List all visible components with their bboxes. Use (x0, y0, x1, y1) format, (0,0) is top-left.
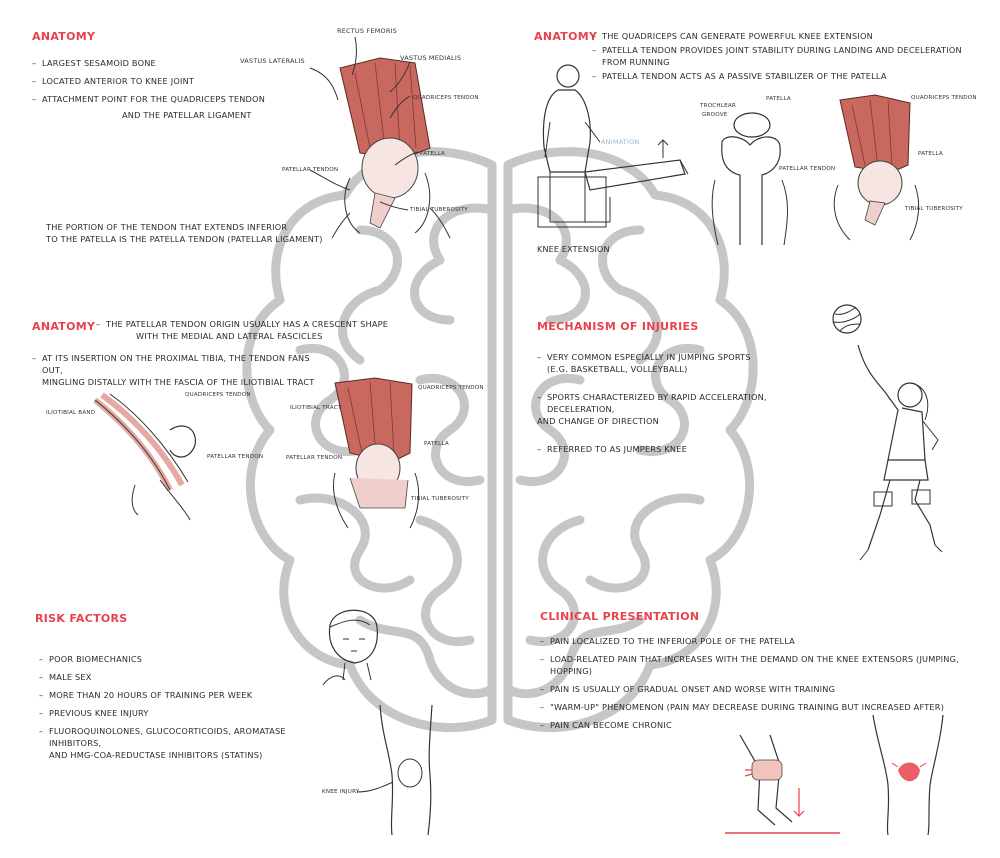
list-item: –Referred to as jumpers knee (537, 444, 687, 454)
volleyball-icon (832, 304, 862, 334)
section-mechanism-of-injuries: Mechanism of injuries –Very common espec… (537, 320, 817, 455)
list-item: Largest sesamoid bone (32, 57, 282, 69)
list-item-continuation: and the patellar ligament (122, 110, 252, 120)
knee-anatomy-illustration (331, 57, 451, 239)
leader-lines (309, 36, 419, 211)
section-title: Anatomy (32, 30, 96, 43)
label-quadriceps-tendon: Quadriceps tendon (418, 385, 484, 391)
label-vastus-medialis: Vastus medialis (400, 54, 462, 62)
list-item: Previous knee injury (39, 707, 315, 719)
label-quadriceps-tendon: Quadriceps tendon (911, 95, 977, 101)
volleyball-player-illustration (857, 344, 943, 561)
person-illustration (322, 609, 378, 686)
list-item: –The patellar tendon origin usually has … (96, 319, 389, 329)
knee-bone-illustration (711, 112, 788, 246)
label-quadriceps-tendon: Quadriceps tendon (185, 392, 251, 398)
label-tibial-tuberosity: Tibial tuberosity (411, 496, 469, 502)
label-patella: Patella (766, 96, 791, 102)
section-title: Anatomy (534, 30, 598, 43)
section-title: Risk factors (35, 612, 128, 625)
label-quadriceps-tendon: Quadriceps tendon (413, 95, 479, 101)
animation-label: Animation (601, 138, 640, 146)
list-item: Attachment point for the quadriceps tend… (32, 93, 282, 105)
list-item: Patella tendon provides joint stability … (592, 44, 974, 68)
list-item: "Warm-up" phenomenon (pain may decrease … (540, 701, 980, 713)
list-item: –Sports characterized by rapid accelerat… (537, 392, 767, 414)
list-item: Load-related pain that increases with th… (540, 653, 980, 677)
list-item: Pain localized to the inferior pole of t… (540, 635, 980, 647)
knee-pain-illustration (872, 714, 944, 836)
knee-extension-illustration (537, 64, 689, 228)
section-clinical-presentation: Clinical presentation Pain localized to … (540, 610, 980, 737)
leg-landing-illustration (725, 734, 840, 834)
label-vastus-lateralis: Vastus lateralis (240, 57, 305, 65)
list-item: –Very common especially in jumping sport… (537, 352, 751, 362)
section-title: Mechanism of injuries (537, 320, 699, 333)
list-item-continuation: mingling distally with the fascia of the… (42, 377, 315, 387)
label-patella: Patella (420, 151, 445, 157)
list-item: More than 20 hours of training per week (39, 689, 315, 701)
bullet-list: Poor biomechanics Male sex More than 20 … (39, 653, 315, 749)
label-patellar-tendon: Patellar tendon (779, 166, 836, 172)
section-anatomy-3: –The patellar tendon origin usually has … (96, 318, 396, 342)
label-patella: Patella (918, 151, 943, 157)
section-anatomy-3-item2: –At its insertion on the proximal tibia,… (32, 352, 332, 388)
list-item: Patella tendon acts as a passive stabili… (592, 70, 974, 82)
knee-anatomy-illustration (333, 377, 420, 529)
section-title: Anatomy (32, 320, 96, 333)
leader-line (356, 781, 394, 793)
label-rectus-femoris: Rectus femoris (337, 27, 398, 35)
label-patellar-tendon: Patellar tendon (207, 454, 264, 460)
label-groove: groove (702, 112, 728, 118)
list-item: The quadriceps can generate powerful kne… (592, 30, 974, 42)
list-item-continuation: and HMG-CoA-reductase inhibitors (statin… (49, 750, 263, 760)
list-item: Fluoroquinolones, glucocorticoids, aroma… (39, 725, 315, 749)
list-item: Pain can become chronic (540, 719, 980, 731)
arrow-down-icon (793, 788, 805, 817)
label-patella: Patella (424, 441, 449, 447)
section-title: Clinical presentation (540, 610, 700, 623)
list-item: Poor biomechanics (39, 653, 315, 665)
list-item-continuation: and change of direction (537, 416, 659, 426)
section-anatomy-2: Anatomy The quadriceps can generate powe… (534, 30, 974, 88)
knee-anatomy-illustration (833, 94, 920, 241)
label-iliotibial-band: Iliotibial band (46, 410, 96, 416)
list-item: Located anterior to knee joint (32, 75, 282, 87)
section-risk-factors: Risk factors Poor biomechanics Male sex … (35, 612, 315, 761)
bullet-list: Largest sesamoid bone Located anterior t… (32, 57, 282, 105)
label-patellar-tendon: Patellar tendon (286, 455, 343, 461)
list-item-continuation: (e.g. basketball, volleyball) (547, 364, 688, 374)
list-item: –At its insertion on the proximal tibia,… (32, 353, 310, 375)
label-knee-injury: Knee injury (322, 789, 360, 795)
label-iliotibial-tract: Iliotibial tract (290, 405, 342, 411)
list-item: Male sex (39, 671, 315, 683)
bullet-list: Pain localized to the inferior pole of t… (540, 635, 980, 731)
knee-extension-caption: Knee extension (537, 245, 610, 254)
label-tibial-tuberosity: Tibial tuberosity (905, 206, 963, 212)
section-anatomy-1: Anatomy Largest sesamoid bone Located an… (32, 30, 282, 121)
bullet-list: The quadriceps can generate powerful kne… (592, 30, 974, 82)
label-trochlear: Trochlear (700, 103, 736, 109)
list-item-continuation: with the medial and lateral fascicles (136, 331, 323, 341)
arrow-up-icon (657, 139, 669, 158)
label-tibial-tuberosity: Tibial tuberosity (410, 207, 468, 213)
iliotibial-band-illustration (93, 392, 197, 521)
knee-injury-illustration (379, 704, 433, 836)
list-item: Pain is usually of gradual onset and wor… (540, 683, 980, 695)
note-text: The portion of the tendon that extends i… (46, 222, 323, 244)
